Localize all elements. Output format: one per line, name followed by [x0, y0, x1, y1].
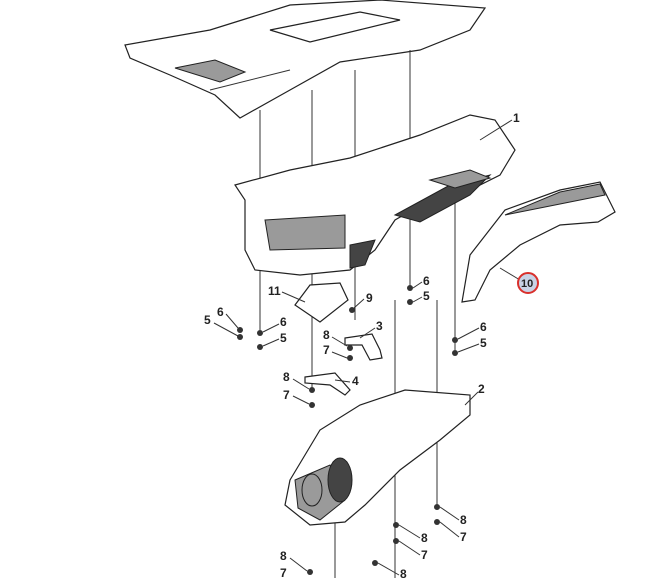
callout-8[interactable]: 8 — [400, 567, 407, 578]
callout-8[interactable]: 8 — [283, 370, 290, 384]
callout-6[interactable]: 6 — [280, 315, 287, 329]
callout-7[interactable]: 7 — [421, 548, 428, 562]
callout-3[interactable]: 3 — [376, 319, 383, 333]
callout-8[interactable]: 8 — [421, 531, 428, 545]
bolts — [237, 285, 458, 575]
callout-8[interactable]: 8 — [280, 549, 287, 563]
callout-5[interactable]: 5 — [280, 331, 287, 345]
callout-1[interactable]: 1 — [513, 111, 520, 125]
callout-7[interactable]: 7 — [283, 388, 290, 402]
callout-2[interactable]: 2 — [478, 382, 485, 396]
panel-part-11 — [294, 282, 349, 323]
callout-8[interactable]: 8 — [460, 513, 467, 527]
bracket-part-4 — [304, 372, 351, 396]
callout-9[interactable]: 9 — [366, 291, 373, 305]
callout-5[interactable]: 5 — [480, 336, 487, 350]
callout-5[interactable]: 5 — [423, 289, 430, 303]
inner-fender-part-2 — [284, 389, 471, 526]
callout-7[interactable]: 7 — [323, 343, 330, 357]
fender-flare-part-10 — [461, 181, 616, 303]
callout-6[interactable]: 6 — [217, 305, 224, 319]
callout-labels: 1 10 6 5 11 9 6 5 6 5 3 8 7 6 5 8 4 7 2 … — [204, 111, 533, 578]
floor-pan-part — [124, 0, 487, 119]
callout-highlight-ring[interactable] — [517, 272, 539, 294]
fender-part-1 — [234, 114, 516, 276]
callout-7[interactable]: 7 — [460, 530, 467, 544]
leader-lines — [213, 119, 521, 576]
callout-5[interactable]: 5 — [204, 313, 211, 327]
callout-10[interactable]: 10 — [521, 278, 533, 290]
callout-6[interactable]: 6 — [480, 320, 487, 334]
callout-8[interactable]: 8 — [323, 328, 330, 342]
callout-11[interactable]: 11 — [268, 284, 281, 298]
callout-7[interactable]: 7 — [280, 566, 287, 578]
callout-6[interactable]: 6 — [423, 274, 430, 288]
callout-4[interactable]: 4 — [352, 374, 359, 388]
bracket-part-3 — [344, 333, 383, 361]
